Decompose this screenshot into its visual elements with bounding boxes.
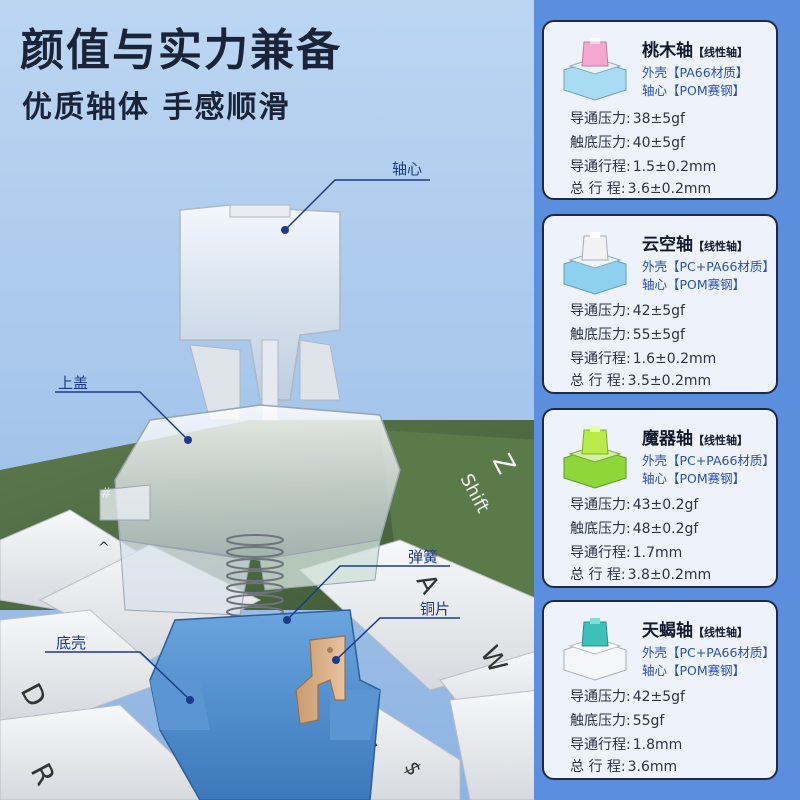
switch-stem-material: 轴心【POM赛钢】 bbox=[642, 663, 746, 678]
switch-exploded-view: Shift Z A S W D R 4 $ # ^ bbox=[0, 179, 540, 800]
spec-bottom-out-force: 触底压力:40±5gf bbox=[570, 135, 685, 151]
spec-total-travel: 总 行 程:3.5±0.2mm bbox=[570, 373, 712, 389]
stem-part bbox=[179, 204, 341, 421]
switch-name: 天蝎轴【线性轴】 bbox=[642, 621, 748, 641]
switch-card-magic: 魔器轴【线性轴】 外壳【PC+PA66材质】 轴心【POM赛钢】 导通压力:43… bbox=[542, 408, 778, 588]
keycap bbox=[449, 689, 540, 800]
spec-total-travel: 总 行 程:3.6±0.2mm bbox=[570, 181, 712, 197]
page-headline: 颜值与实力兼备 bbox=[20, 25, 342, 76]
switch-housing-material: 外壳【PC+PA66材质】 bbox=[642, 645, 775, 660]
callout-top-housing: 上盖 bbox=[58, 374, 89, 392]
switch-card-peach: 桃木轴【线性轴】 外壳【PA66材质】 轴心【POM赛钢】 导通压力:38±5g… bbox=[542, 20, 778, 200]
spec-pre-travel: 导通行程:1.6±0.2mm bbox=[570, 351, 717, 367]
switch-thumbnail bbox=[563, 426, 627, 489]
switch-housing-material: 外壳【PC+PA66材质】 bbox=[642, 259, 775, 274]
spec-pre-travel: 导通行程:1.8mm bbox=[570, 737, 683, 753]
spec-total-travel: 总 行 程:3.6mm bbox=[570, 759, 678, 775]
spec-bottom-out-force: 触底压力:55gf bbox=[570, 713, 665, 729]
spec-pre-travel: 导通行程:1.7mm bbox=[570, 545, 683, 561]
spec-bottom-out-force: 触底压力:48±0.2gf bbox=[570, 521, 699, 537]
switch-name: 魔器轴【线性轴】 bbox=[642, 429, 748, 449]
callout-spring: 弹簧 bbox=[408, 548, 439, 566]
callout-copper: 铜片 bbox=[420, 600, 451, 618]
switch-name: 桃木轴【线性轴】 bbox=[642, 41, 748, 61]
spec-pre-travel: 导通行程:1.5±0.2mm bbox=[570, 159, 717, 175]
spec-actuation-force: 导通压力:38±5gf bbox=[570, 111, 685, 127]
spec-actuation-force: 导通压力:42±5gf bbox=[570, 303, 685, 319]
spec-bottom-out-force: 触底压力:55±5gf bbox=[570, 327, 685, 343]
switch-stem-material: 轴心【POM赛钢】 bbox=[642, 471, 746, 486]
switch-name: 云空轴【线性轴】 bbox=[642, 235, 748, 255]
switch-stem-material: 轴心【POM赛钢】 bbox=[642, 277, 746, 292]
switch-thumbnail bbox=[563, 232, 627, 295]
page-subheadline: 优质轴体 手感顺滑 bbox=[22, 90, 291, 125]
spec-actuation-force: 导通压力:42±5gf bbox=[570, 689, 685, 705]
switch-card-cloud: 云空轴【线性轴】 外壳【PC+PA66材质】 轴心【POM赛钢】 导通压力:42… bbox=[542, 214, 778, 394]
switch-stem-material: 轴心【POM赛钢】 bbox=[642, 83, 746, 98]
spec-actuation-force: 导通压力:43±0.2gf bbox=[570, 497, 699, 513]
switch-thumbnail bbox=[563, 38, 627, 101]
keycap bbox=[0, 609, 171, 721]
switch-housing-material: 外壳【PC+PA66材质】 bbox=[642, 453, 775, 468]
switch-card-scorpion: 天蝎轴【线性轴】 外壳【PC+PA66材质】 轴心【POM赛钢】 导通压力:42… bbox=[542, 600, 778, 780]
switch-thumbnail bbox=[563, 618, 627, 681]
spec-total-travel: 总 行 程:3.8±0.2mm bbox=[570, 567, 712, 583]
callout-bottom-housing: 底壳 bbox=[56, 634, 87, 652]
top-housing-part bbox=[99, 404, 401, 616]
svg-text:^: ^ bbox=[98, 540, 110, 556]
switch-housing-material: 外壳【PA66材质】 bbox=[642, 65, 749, 80]
callout-lines bbox=[45, 179, 460, 704]
callout-stem: 轴心 bbox=[392, 160, 423, 178]
